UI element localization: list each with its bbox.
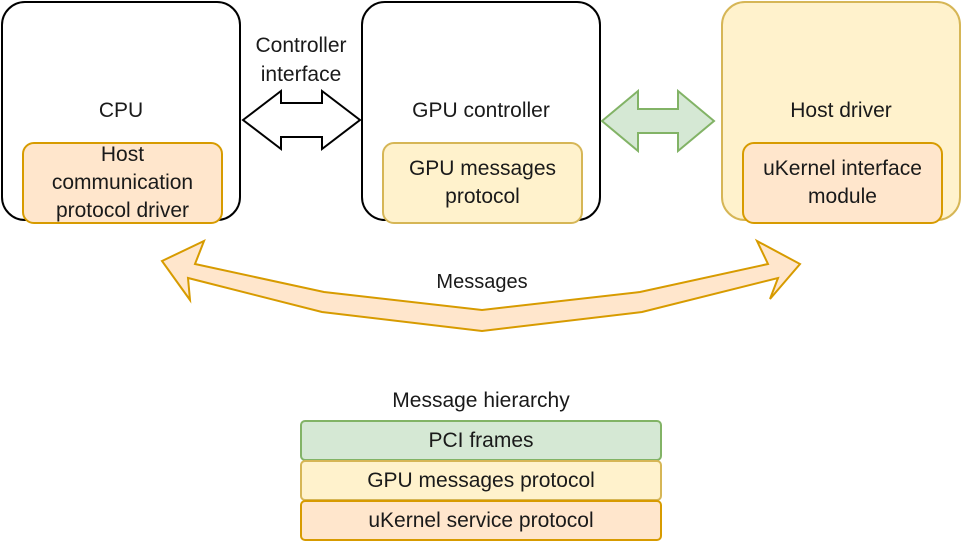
cpu-title: CPU	[98, 99, 144, 122]
messages-arrow	[160, 238, 802, 333]
host-inner-line: module	[808, 185, 877, 208]
controller-interface-line: Controller	[255, 34, 347, 57]
ukernel-interface-module: uKernel interface module	[742, 142, 943, 224]
cpu-inner-line: communication	[51, 171, 194, 194]
gpu-inner-line: protocol	[445, 185, 520, 208]
gpu-controller-title: GPU controller	[412, 99, 550, 122]
hierarchy-layer-pci-frames: PCI frames	[300, 420, 662, 461]
gpu-controller-node: GPU controller GPU messages protocol	[361, 1, 601, 224]
host-driver-title: Host driver	[790, 99, 892, 122]
host-inner-line: uKernel interface	[763, 157, 922, 180]
host-driver-node: Host driver uKernel interface module	[721, 1, 961, 224]
hierarchy-layer-ukernel-service-protocol: uKernel service protocol	[300, 500, 662, 541]
gpu-messages-protocol-module: GPU messages protocol	[382, 142, 583, 224]
cpu-inner-line: Host	[100, 143, 145, 166]
controller-interface-label: Controller interface	[241, 31, 361, 89]
message-hierarchy-title: Message hierarchy	[392, 389, 570, 412]
gpu-host-link-arrow	[600, 88, 716, 154]
controller-interface-line: interface	[260, 63, 342, 86]
messages-label: Messages	[436, 271, 528, 293]
gpu-inner-line: GPU messages	[408, 157, 557, 180]
cpu-inner-line: protocol driver	[55, 199, 190, 222]
hierarchy-layer-gpu-messages-protocol: GPU messages protocol	[300, 460, 662, 501]
cpu-node: CPU Host communication protocol driver	[1, 1, 241, 224]
controller-interface-arrow	[241, 88, 362, 152]
host-communication-protocol-driver: Host communication protocol driver	[22, 142, 223, 224]
